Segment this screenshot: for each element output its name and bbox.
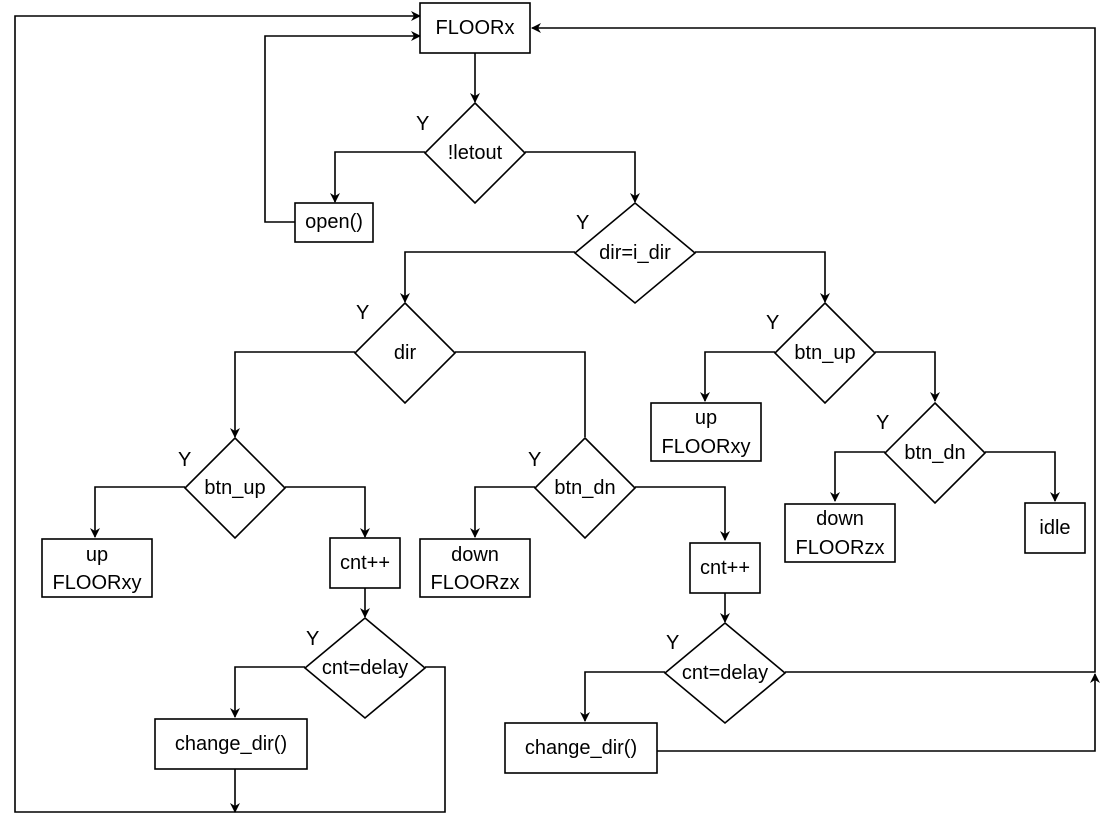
node-label: dir [394,342,417,364]
node-label: change_dir() [525,737,637,759]
yes-label: Y [766,312,779,334]
nodes: FLOORx !letout open() dir=i_dir dir btn_… [41,2,1086,774]
node-btn-dn-right-decision[interactable]: btn_dn [883,401,987,505]
node-letout-decision[interactable]: !letout [423,101,527,205]
edge-btn-dn-mid-to-cnt-inc [635,486,730,541]
node-down-floorzx-right[interactable]: down FLOORzx [784,503,896,563]
node-btn-up-right-decision[interactable]: btn_up [773,301,877,405]
node-label: btn_up [204,477,265,499]
node-label-line-2: FLOORxy [53,572,142,594]
node-up-floorxy-left[interactable]: up FLOORxy [41,538,153,598]
node-label-line-2: FLOORzx [796,537,885,559]
node-cnt-inc-mid[interactable]: cnt++ [689,542,761,594]
node-label: btn_dn [554,477,615,499]
edge-cnt-delay-mid-to-change-dir [580,671,665,722]
node-cnt-inc-left[interactable]: cnt++ [329,537,401,589]
node-label: cnt++ [340,552,390,574]
node-label: FLOORx [436,17,515,39]
yes-label: Y [576,212,589,234]
node-label: btn_up [794,342,855,364]
node-label: cnt++ [700,557,750,579]
node-label: btn_dn [904,442,965,464]
node-label: !letout [448,142,503,164]
yes-label: Y [416,113,429,135]
yes-label: Y [876,412,889,434]
edge-change-dir-mid-to-loop [657,673,1100,752]
node-label-line-1: down [816,508,864,530]
edges [14,11,1100,813]
node-label: change_dir() [175,733,287,755]
node-cnt-delay-mid-decision[interactable]: cnt=delay [663,621,787,725]
edge-dir-eq-idir-to-dir [400,251,575,303]
node-label-line-1: up [86,544,108,566]
edge-dir-eq-idir-to-btn-up-right [695,251,830,303]
node-label-line-2: FLOORzx [431,572,520,594]
yes-label: Y [528,449,541,471]
node-label: cnt=delay [322,657,408,679]
node-dir-eq-idir-decision[interactable]: dir=i_dir [573,201,697,305]
yes-labels: Y Y Y Y Y Y Y Y Y [178,113,889,654]
node-change-dir-mid[interactable]: change_dir() [504,722,658,774]
node-open[interactable]: open() [294,202,374,243]
node-down-floorzx-mid[interactable]: down FLOORzx [419,538,531,598]
node-label-line-1: up [695,407,717,429]
node-up-floorxy-right[interactable]: up FLOORxy [650,402,762,462]
edge-cnt-delay-left-to-change-dir [230,666,305,718]
node-idle[interactable]: idle [1024,502,1086,554]
node-label-line-1: down [451,544,499,566]
node-cnt-delay-left-decision[interactable]: cnt=delay [303,616,427,720]
yes-label: Y [178,449,191,471]
node-btn-dn-mid-decision[interactable]: btn_dn [533,436,637,540]
edge-letout-to-dir-eq-idir [525,151,640,203]
yes-label: Y [666,632,679,654]
node-label: dir=i_dir [599,242,671,264]
node-label-line-2: FLOORxy [662,436,751,458]
edge-letout-to-open [330,151,425,203]
yes-label: Y [356,302,369,324]
node-label: cnt=delay [682,662,768,684]
edge-btn-dn-mid-to-down-floorzx [470,486,535,538]
edge-btn-up-left-to-cnt-inc [285,486,370,538]
edge-btn-up-right-to-up-floorxy [700,351,775,402]
edge-btn-up-left-to-up-floorxy [90,486,185,538]
edge-dir-to-btn-dn-mid [455,351,586,437]
edge-dir-to-btn-up-left [230,351,355,438]
node-dir-decision[interactable]: dir [353,301,457,405]
node-label: open() [305,211,363,233]
edge-btn-dn-right-to-idle [985,451,1060,502]
yes-label: Y [306,628,319,650]
node-label: idle [1039,517,1070,539]
node-floorx[interactable]: FLOORx [419,2,531,54]
edge-cnt-delay-mid-to-floorx [531,23,1096,673]
edge-open-to-floorx [264,31,421,223]
node-btn-up-left-decision[interactable]: btn_up [183,436,287,540]
edge-btn-up-right-to-btn-dn-right [875,351,940,402]
node-change-dir-left[interactable]: change_dir() [154,718,308,770]
edge-btn-dn-right-to-down-floorzx [830,451,885,502]
